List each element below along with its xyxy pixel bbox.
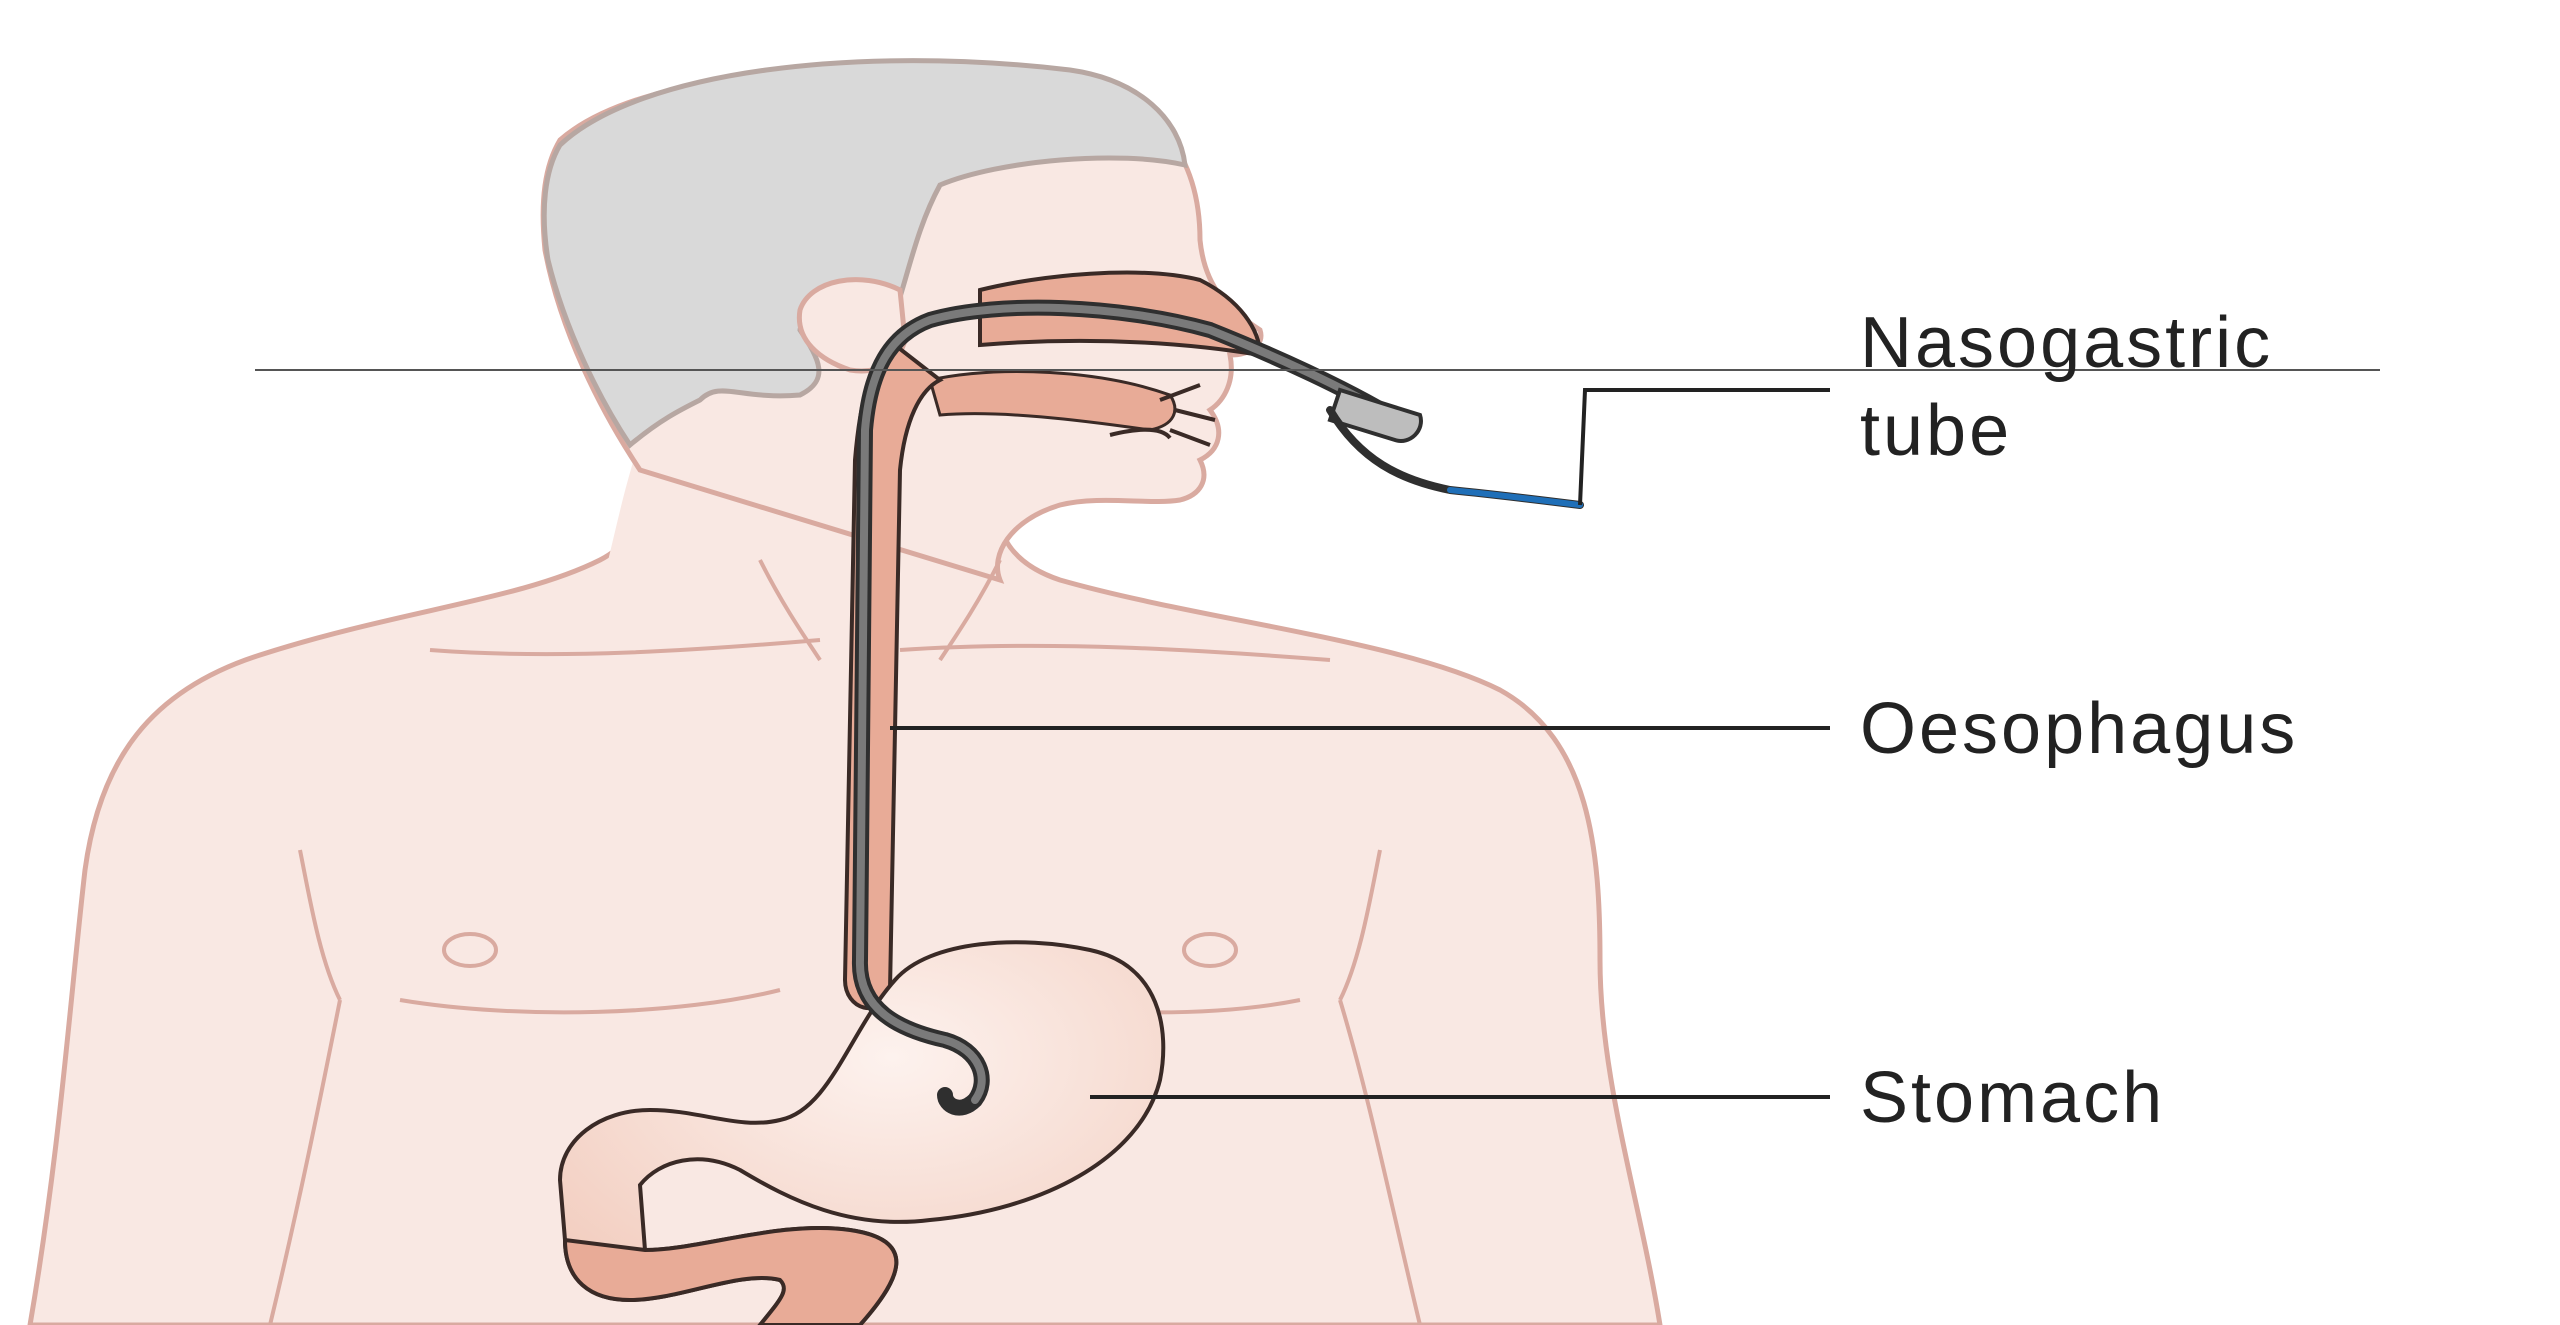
nasogastric-leader-line — [1580, 390, 1830, 505]
label-stomach: Stomach — [1860, 1058, 2165, 1138]
label-oesophagus: Oesophagus — [1860, 689, 2298, 769]
tube-external-blue — [1450, 490, 1580, 505]
label-nasogastric-tube: tube — [1860, 391, 2012, 471]
label-nasogastric: Nasogastric — [1860, 303, 2273, 383]
